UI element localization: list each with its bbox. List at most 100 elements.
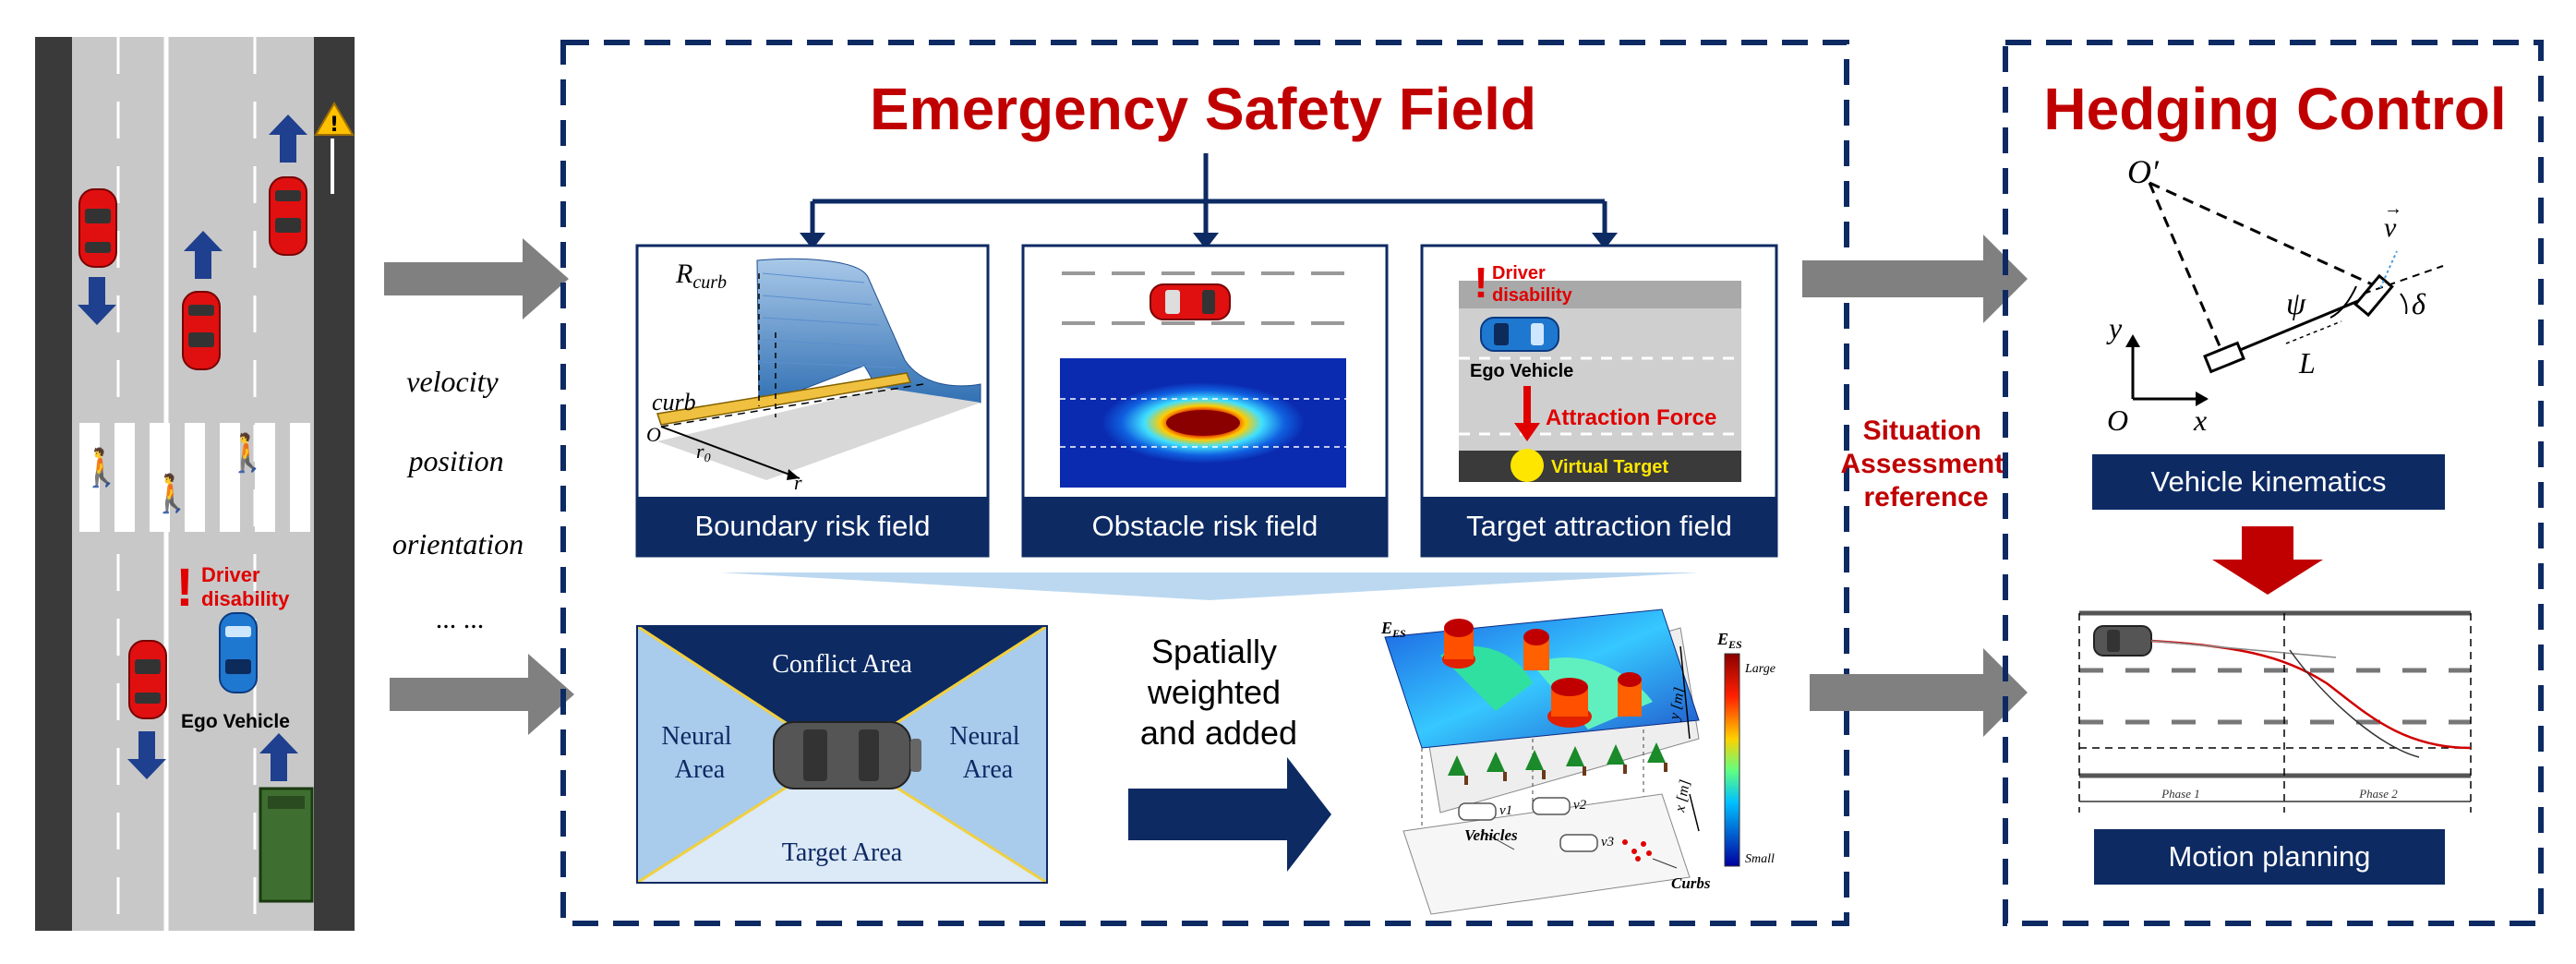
arrowhead-icon xyxy=(1193,233,1219,249)
situation-label: Situation Assessment reference xyxy=(1840,416,2011,512)
delta-label: δ xyxy=(2412,287,2426,320)
curb-label: curb xyxy=(652,389,696,416)
arrow-up-icon xyxy=(259,733,298,781)
neural-area-left xyxy=(637,626,796,883)
arrow-up-icon xyxy=(269,114,307,163)
surface-y-axis-label: y [m] xyxy=(1667,686,1688,722)
ego-vehicle-car xyxy=(219,612,258,693)
combine-text: Spatially weighted and added xyxy=(1140,633,1297,752)
arrowhead-icon xyxy=(1592,233,1618,249)
colorbar-large: Large xyxy=(1744,662,1776,676)
conflict-area-label: Conflict Area xyxy=(772,650,912,679)
vehicle-kinematics-caption: Vehicle kinematics xyxy=(2150,465,2386,498)
motion-planning-diagram: Phase 1 Phase 2 xyxy=(2078,610,2472,813)
target-attraction-panel: ! Driver disability Ego Vehicle Attracti… xyxy=(1420,244,1778,558)
v-vector-label: v xyxy=(2384,212,2397,243)
exclamation-icon: ! xyxy=(175,558,193,618)
hedging-dashed-border xyxy=(2003,40,2544,926)
surface-z-label: EES xyxy=(1380,619,1406,640)
arrowhead-icon xyxy=(800,233,825,249)
obstacle-caption: Obstacle risk field xyxy=(1092,510,1318,542)
esf-surface-plot: EES y [m] x [m] v1 v2 v3 Vehicles Curbs … xyxy=(1380,609,1776,915)
input-arrow-top xyxy=(384,238,569,319)
y-axis-label: y xyxy=(2106,311,2123,344)
phase2-label: Phase 2 xyxy=(2358,787,2398,801)
v1-label: v1 xyxy=(1499,803,1512,818)
warning-icon: ! xyxy=(314,102,355,137)
r0-label: r0 xyxy=(696,440,711,465)
merge-shadow xyxy=(720,572,1699,600)
virtual-target-dot xyxy=(1511,449,1544,482)
position-label: position xyxy=(406,444,503,477)
red-car xyxy=(128,640,167,719)
planning-car xyxy=(2093,625,2152,657)
ellipsis-label: ... ... xyxy=(436,604,485,634)
pedestrian-icon: 🚶 xyxy=(78,446,125,489)
l-label: L xyxy=(2298,346,2316,380)
neural-area-left-label: Neural Area xyxy=(661,722,738,784)
curb-bar xyxy=(656,372,912,426)
exclamation-icon: ! xyxy=(1474,259,1487,307)
v-vector-arrow: → xyxy=(2384,199,2402,219)
hedging-title: Hedging Control xyxy=(2043,76,2506,142)
v2-label: v2 xyxy=(1573,798,1587,813)
v3-label: v3 xyxy=(1601,835,1614,850)
output-arrow-top xyxy=(1802,235,2028,323)
velocity-label: velocity xyxy=(406,365,499,398)
ego-vehicle-label: Ego Vehicle xyxy=(181,711,290,732)
crosswalk xyxy=(79,423,310,532)
red-car xyxy=(78,188,117,268)
truck-cab xyxy=(268,796,305,809)
psi-label: ψ xyxy=(2286,287,2306,321)
obstacle-car xyxy=(1150,283,1231,320)
down-arrow-red xyxy=(2212,526,2323,595)
conflict-area xyxy=(637,626,1047,729)
x-axis-label: x xyxy=(2193,404,2207,437)
vehicle-kinematics-diagram: O′ v → ψ δ L y x O xyxy=(2106,153,2444,437)
attraction-arrow xyxy=(1514,386,1540,441)
boundary-caption: Boundary risk field xyxy=(694,510,930,542)
colorbar-small: Small xyxy=(1745,852,1775,866)
r-label: r xyxy=(794,471,802,494)
virtual-target-label: Virtual Target xyxy=(1551,457,1668,477)
red-car xyxy=(182,291,221,370)
orientation-label: orientation xyxy=(392,527,524,560)
pedestrian-icon: 🚶 xyxy=(149,472,195,515)
split-connector xyxy=(810,153,1607,238)
motion-planning-caption: Motion planning xyxy=(2169,840,2371,873)
vehicle-kinematics-box xyxy=(2092,454,2445,510)
arrow-down-icon xyxy=(78,277,116,325)
red-car xyxy=(269,176,307,256)
colorbar-label: EES xyxy=(1716,630,1742,651)
area-diagram: Conflict Area Neural Area Neural Area Ta… xyxy=(636,624,1048,885)
arrow-down-icon xyxy=(127,731,166,779)
neural-area-right xyxy=(886,626,1047,883)
r-curb-label: Rcurb xyxy=(675,259,727,293)
obstacle-risk-panel: Obstacle risk field xyxy=(1021,244,1389,558)
neural-area-right-label: Neural Area xyxy=(949,722,1026,784)
ground-plane xyxy=(657,388,981,480)
surface-x-axis-label: x [m] xyxy=(1672,778,1693,814)
o-label: O xyxy=(2107,404,2128,437)
o-prime-label: O′ xyxy=(2127,153,2160,190)
boundary-risk-panel: Rcurb curb O r0 r Boundary risk field xyxy=(635,244,990,558)
colorbar xyxy=(1724,653,1740,867)
car-topdown-icon xyxy=(773,721,921,789)
target-area-label: Target Area xyxy=(782,838,903,867)
output-arrow-bottom xyxy=(1810,648,2028,737)
esf-title: Emergency Safety Field xyxy=(870,76,1536,142)
pedestrian-icon: 🚶 xyxy=(224,431,271,475)
arrow-up-icon xyxy=(184,231,223,279)
road-scene: 🚶 🚶 🚶 ! xyxy=(35,37,355,931)
svg-text:!: ! xyxy=(330,114,339,137)
target-ego-car xyxy=(1480,317,1559,352)
target-area xyxy=(637,781,1047,883)
input-arrow-bottom xyxy=(390,654,574,735)
target-ego-vehicle-label: Ego Vehicle xyxy=(1470,361,1573,381)
origin-label: O xyxy=(646,423,661,446)
target-driver-disability: Driver disability xyxy=(1492,263,1573,306)
curbs-label: Curbs xyxy=(1671,874,1711,892)
phase1-label: Phase 1 xyxy=(2161,787,2200,801)
attraction-force-label: Attraction Force xyxy=(1546,405,1716,430)
